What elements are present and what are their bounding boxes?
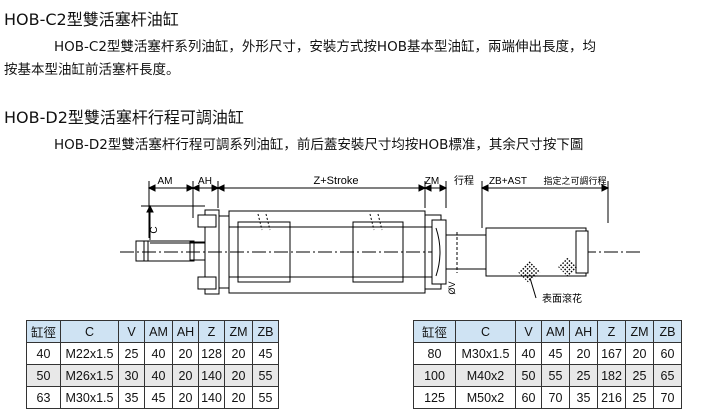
cell: 45 (252, 342, 279, 365)
cell: 55 (252, 364, 279, 387)
cell: 140 (198, 386, 225, 409)
section1-title: HOB-C2型雙活塞杆油缸 (4, 10, 179, 29)
cell: 70 (653, 386, 682, 409)
cell: 20 (569, 342, 598, 365)
cell: 20 (224, 364, 253, 387)
cell: 50 (515, 364, 542, 387)
knurl-label: 表面滾花 (542, 292, 582, 305)
header-am: AM (144, 320, 173, 343)
cell: 55 (252, 386, 279, 409)
cell: 40 (144, 364, 173, 387)
section1-line1: HOB-C2型雙活塞杆系列油缸，外形尺寸，安裝方式按HOB基本型油缸，兩端伸出長… (54, 39, 596, 55)
cell: 100 (413, 364, 456, 387)
cell: M26x1.5 (60, 364, 119, 387)
header-zm: ZM (625, 320, 654, 343)
cell: 80 (413, 342, 456, 365)
cell: 45 (144, 386, 173, 409)
cell: 128 (198, 342, 225, 365)
cell: 20 (172, 342, 199, 365)
dim-c: C (149, 226, 160, 233)
cell: 167 (597, 342, 626, 365)
cell: M22x1.5 (60, 342, 119, 365)
cell: 35 (569, 386, 598, 409)
header-zb: ZB (252, 320, 279, 343)
cell: 40 (515, 342, 542, 365)
dim-stroke: 行程 (454, 174, 474, 187)
cell: 60 (515, 386, 542, 409)
cell: 20 (625, 342, 654, 365)
cell: 35 (118, 386, 145, 409)
cell: 70 (541, 386, 570, 409)
cell: 63 (26, 386, 61, 409)
header-v: V (118, 320, 145, 343)
header-c: C (60, 320, 119, 343)
header-bore: 缸徑 (26, 320, 61, 343)
cell: 140 (198, 364, 225, 387)
cell: 30 (118, 364, 145, 387)
header-am: AM (541, 320, 570, 343)
header-zb: ZB (653, 320, 682, 343)
cell: 25 (569, 364, 598, 387)
header-z: Z (597, 320, 626, 343)
table-header-row: 缸徑 C V AM AH Z ZM ZB (26, 320, 279, 343)
header-ah: AH (172, 320, 199, 343)
dim-zb-ast: ZB+AST (489, 176, 527, 187)
dim-zm: ZM (425, 176, 439, 187)
cell: 125 (413, 386, 456, 409)
cylinder-diagram: AM AH Z+Stroke ZM 行程 ZB+AST 指定之可調行程 C ØV… (120, 174, 640, 305)
cell: M40x2 (455, 364, 516, 387)
cell: 55 (541, 364, 570, 387)
cell: 20 (224, 342, 253, 365)
dim-ah: AH (198, 176, 212, 187)
table-header-row: 缸徑 C V AM AH Z ZM ZB (413, 320, 682, 343)
header-zm: ZM (224, 320, 253, 343)
cell: 25 (118, 342, 145, 365)
cell: 40 (26, 342, 61, 365)
cell: 182 (597, 364, 626, 387)
dim-phi-v: ØV (447, 281, 457, 294)
cell: 40 (144, 342, 173, 365)
cell: 50 (26, 364, 61, 387)
section2-title: HOB-D2型雙活塞杆行程可調油缸 (4, 108, 244, 127)
header-bore: 缸徑 (413, 320, 456, 343)
cell: M50x2 (455, 386, 516, 409)
header-c: C (455, 320, 516, 343)
cell: M30x1.5 (455, 342, 516, 365)
cell: 25 (625, 364, 654, 387)
section1-line2: 按基本型油缸前活塞杆長度。 (4, 62, 180, 78)
header-z: Z (198, 320, 225, 343)
cell: 45 (541, 342, 570, 365)
cell: M30x1.5 (60, 386, 119, 409)
cell: 20 (172, 386, 199, 409)
header-v: V (515, 320, 542, 343)
cell: 60 (653, 342, 682, 365)
cell: 216 (597, 386, 626, 409)
cell: 20 (172, 364, 199, 387)
header-ah: AH (569, 320, 598, 343)
dim-z-stroke: Z+Stroke (314, 175, 359, 187)
cell: 20 (224, 386, 253, 409)
cell: 25 (625, 386, 654, 409)
section2-line1: HOB-D2型雙活塞杆行程可調系列油缸，前后蓋安裝尺寸均按HOB標准，其余尺寸按… (54, 137, 584, 153)
dim-adj-stroke: 指定之可調行程 (543, 175, 606, 186)
cell: 65 (653, 364, 682, 387)
dim-am: AM (158, 176, 173, 187)
